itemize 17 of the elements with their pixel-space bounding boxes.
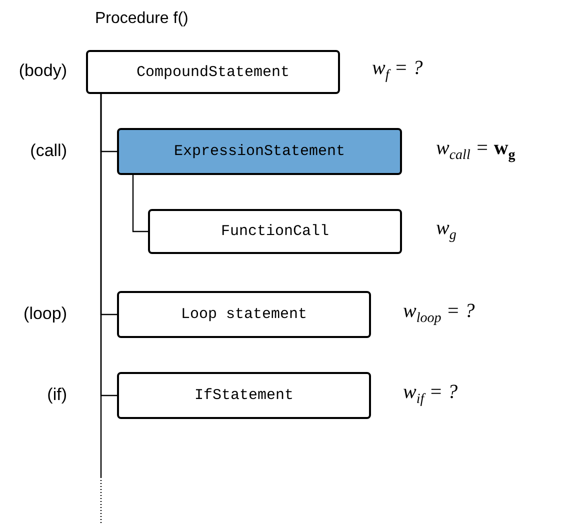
weight-formula: w$_{call}$ = w$_{g}$ — [436, 136, 516, 164]
tree-connector — [132, 175, 148, 232]
statement-box: Loop statement — [117, 291, 371, 338]
role-label: (loop) — [24, 304, 67, 324]
role-label: (body) — [18, 61, 67, 81]
role-label: (if) — [47, 384, 67, 404]
statement-box: FunctionCall — [148, 209, 402, 254]
weight-formula: w$_{g}$ — [436, 216, 456, 244]
statement-box: CompoundStatement — [86, 50, 340, 94]
weight-formula: w$_{f}$ = ? — [372, 57, 423, 84]
statement-box: IfStatement — [117, 372, 371, 419]
highlighted-statement-box: ExpressionStatement — [117, 128, 402, 175]
weight-formula: w$_{loop}$ = ? — [403, 300, 475, 326]
continuation-line — [100, 94, 102, 525]
role-label: (call) — [30, 140, 67, 160]
diagram-title: Procedure f() — [95, 10, 188, 28]
weight-formula: w$_{if}$ = ? — [403, 380, 458, 408]
